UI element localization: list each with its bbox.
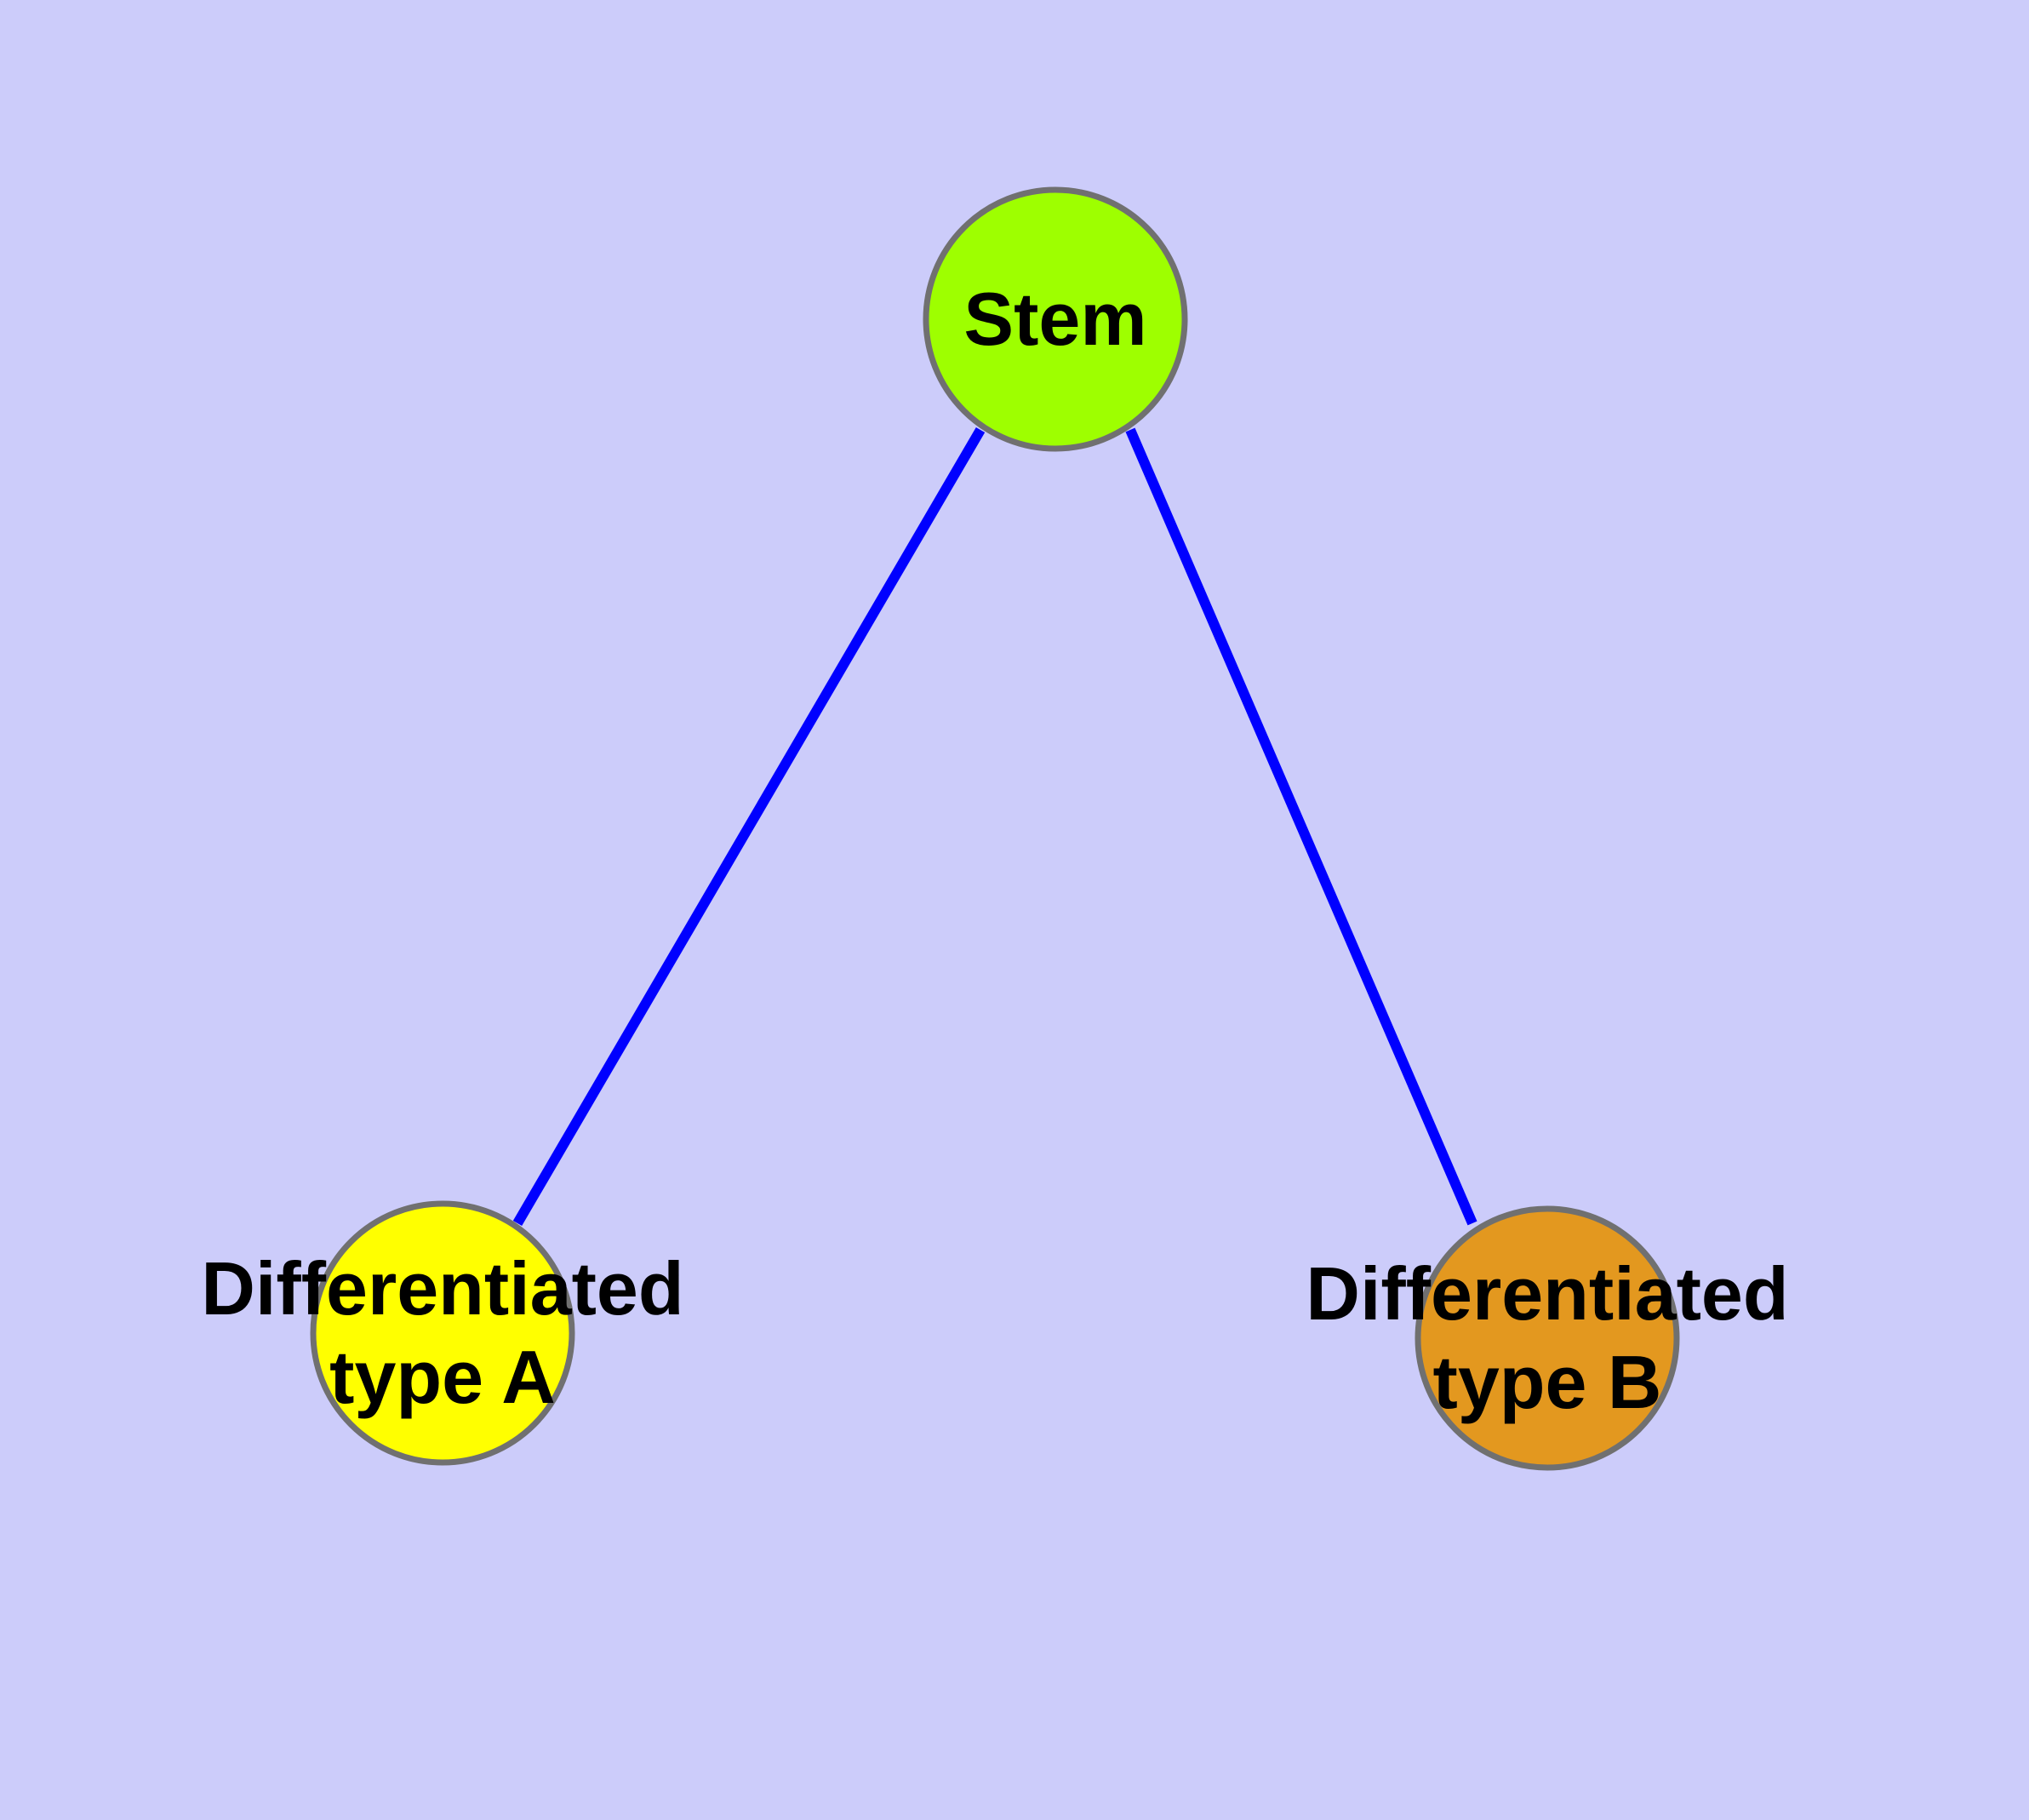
node-label-stem: Stem bbox=[963, 277, 1146, 361]
node-differentiated-type-a[interactable] bbox=[310, 1200, 575, 1466]
node-label-line: Stem bbox=[963, 277, 1146, 361]
node-differentiated-type-b[interactable] bbox=[1415, 1205, 1680, 1471]
edge-stem-to-differentiated-b[interactable] bbox=[1125, 427, 1477, 1226]
node-label-line: type B bbox=[1433, 1340, 1662, 1424]
edge-stem-to-differentiated-a[interactable] bbox=[512, 426, 986, 1227]
node-label-line: type A bbox=[329, 1335, 556, 1419]
node-layer bbox=[310, 186, 1680, 1471]
edge-layer bbox=[512, 426, 1477, 1227]
node-stem[interactable] bbox=[923, 186, 1188, 452]
node-label-line: Differentiated bbox=[201, 1246, 683, 1331]
node-label-line: Differentiated bbox=[1306, 1251, 1788, 1336]
